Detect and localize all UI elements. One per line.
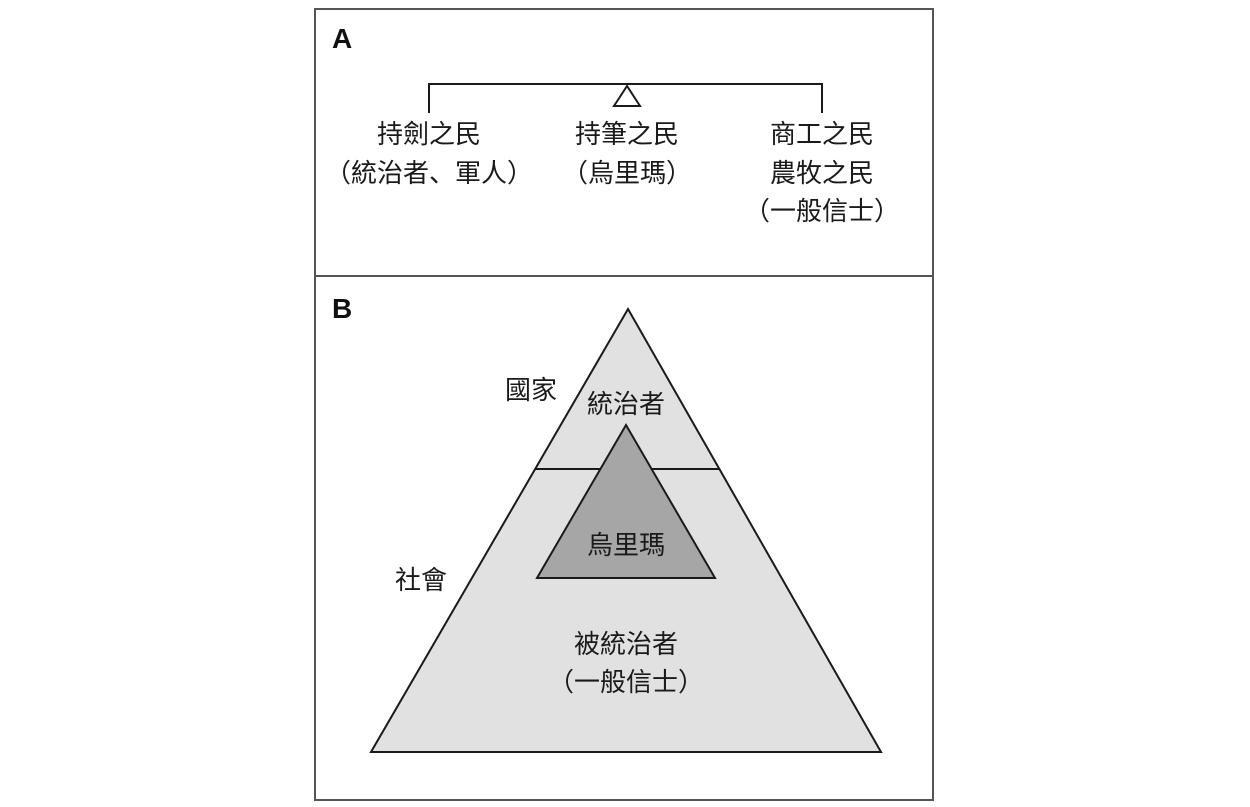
ruled-label: 被統治者: [574, 630, 678, 660]
pen-people-desc: （烏里瑪）: [562, 159, 692, 189]
rulers-label: 統治者: [587, 390, 665, 420]
ulama-triangle: [535, 423, 717, 579]
sword-people-label: 持劍之民: [377, 120, 481, 150]
balance-bracket: [428, 83, 823, 113]
general-believers-desc: （一般信士）: [744, 197, 900, 227]
panel-a-letter: A: [332, 23, 352, 54]
panel-a: A 持劍之民 （統治者、軍人） 持筆之民 （烏里瑪） 商工之民 農牧之民 （一般…: [325, 23, 900, 227]
ruled-desc: （一般信士）: [548, 668, 704, 698]
fulcrum-triangle: [612, 84, 642, 107]
panel-b-letter: B: [332, 293, 352, 324]
farmer-people-label: 農牧之民: [770, 159, 874, 189]
society-label: 社會: [395, 566, 447, 596]
sword-people-desc: （統治者、軍人）: [325, 159, 533, 189]
state-label: 國家: [505, 376, 557, 406]
panel-b: B 國家 社會 統治者 烏里瑪 被統治者 （一般信士）: [332, 293, 883, 753]
ulama-label: 烏里瑪: [587, 531, 665, 561]
pen-people-label: 持筆之民: [575, 120, 679, 150]
merchant-people-label: 商工之民: [770, 120, 874, 150]
